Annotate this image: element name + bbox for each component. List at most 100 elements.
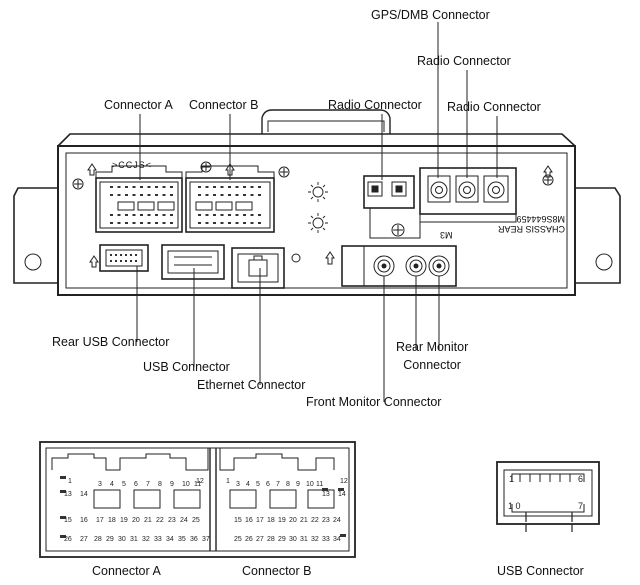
- chassis-rear-marking: CHASSIS REAR M8S644459: [498, 214, 565, 234]
- pin-number: 17: [256, 517, 264, 524]
- pin-contact: [162, 222, 166, 224]
- pin-number: 37: [202, 536, 210, 543]
- pin-contact: [198, 222, 201, 224]
- pin-contact: [125, 222, 128, 224]
- pin-contact: [213, 222, 216, 224]
- pin-number: 5: [256, 481, 260, 488]
- arrow-mark-icon: [225, 163, 235, 176]
- pin-number: 7: [146, 481, 150, 488]
- pin-contact: [235, 186, 239, 188]
- pin-number: 9: [296, 481, 300, 488]
- left-stamp: >CCJS<: [112, 160, 153, 170]
- pin-contact: [110, 194, 113, 196]
- pin-contact: [155, 194, 158, 196]
- pin-number: 1 0: [508, 501, 521, 511]
- pin-number: 10: [306, 481, 314, 488]
- label-bottom-connector-b: Connector B: [242, 564, 312, 578]
- pin-number: 4: [246, 481, 250, 488]
- pin-number: 11: [316, 481, 324, 488]
- pin-number: 27: [256, 536, 264, 543]
- pin-number: 1: [68, 478, 72, 485]
- pin-number: 32: [142, 536, 150, 543]
- pin-number: 20: [132, 517, 140, 524]
- pin-number: 24: [333, 517, 341, 524]
- pin-contact: [170, 222, 173, 224]
- pin-number: 12: [196, 478, 204, 485]
- pin-contact: [205, 194, 209, 196]
- label-bottom-connector-a: Connector A: [92, 564, 161, 578]
- pin-number: 14: [338, 491, 346, 498]
- pin-number: 23: [168, 517, 176, 524]
- pin-number: 26: [64, 536, 72, 543]
- pin-contact: [125, 214, 128, 216]
- pin-number: 34: [166, 536, 174, 543]
- pin-contact: [228, 186, 231, 188]
- pin-contact: [135, 254, 137, 256]
- pin-number: 32: [311, 536, 319, 543]
- pin-number: 31: [300, 536, 308, 543]
- pin-contact: [228, 214, 231, 216]
- pin-contact: [198, 214, 201, 216]
- bottom-connector-ab: [39, 441, 356, 558]
- pin-contact: [228, 222, 231, 224]
- pin-number: 22: [311, 517, 319, 524]
- label-radio-connector: Radio Connector: [328, 98, 422, 112]
- pin-number: 7: [578, 501, 584, 511]
- pin-contact: [220, 194, 224, 196]
- rear-usb-panel: [99, 244, 149, 272]
- pin-contact: [132, 194, 136, 196]
- pin-number: 21: [300, 517, 308, 524]
- ethernet-panel: [231, 247, 285, 289]
- pin-contact: [125, 194, 128, 196]
- label-radio-connector: Radio Connector: [417, 54, 511, 68]
- pin-contact: [258, 222, 261, 224]
- pin-contact: [110, 260, 112, 262]
- leader-lines: [136, 22, 498, 402]
- pin-contact: [140, 186, 143, 188]
- pin-number: 9: [170, 481, 174, 488]
- pin-contact: [140, 222, 143, 224]
- pin-contact: [162, 186, 166, 188]
- pin-number: 25: [234, 536, 242, 543]
- pin-contact: [115, 254, 117, 256]
- pin-number: 16: [245, 517, 253, 524]
- pin-contact: [155, 222, 158, 224]
- pin-number: 1: [226, 478, 230, 485]
- pin-number: 6: [578, 474, 584, 484]
- bottom-usb-connector: [496, 461, 600, 532]
- pin-contact: [162, 214, 166, 216]
- pin-number: 33: [322, 536, 330, 543]
- pin-number: 31: [130, 536, 138, 543]
- connector-a-panel: [95, 165, 183, 233]
- pin-contact: [132, 222, 136, 224]
- pin-contact: [60, 535, 66, 538]
- pin-contact: [213, 186, 216, 188]
- pin-number: 11: [194, 481, 202, 488]
- pin-number: 29: [106, 536, 114, 543]
- pin-number: 21: [144, 517, 152, 524]
- arrow-mark-icon: [543, 165, 553, 178]
- pin-contact: [125, 186, 128, 188]
- pin-number: 8: [286, 481, 290, 488]
- pin-contact: [170, 186, 173, 188]
- pin-contact: [110, 222, 113, 224]
- pin-contact: [338, 488, 344, 491]
- pin-contact: [130, 260, 132, 262]
- label-rear-monitor: Rear Monitor Connector: [396, 340, 468, 372]
- screw-icon: [72, 178, 84, 190]
- pin-contact: [205, 214, 209, 216]
- pin-number: 3: [236, 481, 240, 488]
- pin-contact: [125, 254, 127, 256]
- pin-number: 29: [278, 536, 286, 543]
- pin-contact: [110, 186, 113, 188]
- light-sensor-icon: [308, 182, 328, 233]
- screw-icon: [200, 161, 212, 173]
- pin-contact: [132, 214, 136, 216]
- pin-contact: [250, 222, 254, 224]
- pin-contact: [140, 194, 143, 196]
- right-bracket: [575, 187, 621, 284]
- pin-number: 15: [234, 517, 242, 524]
- pin-number: 23: [322, 517, 330, 524]
- usb-panel: [161, 244, 225, 280]
- pin-contact: [220, 186, 224, 188]
